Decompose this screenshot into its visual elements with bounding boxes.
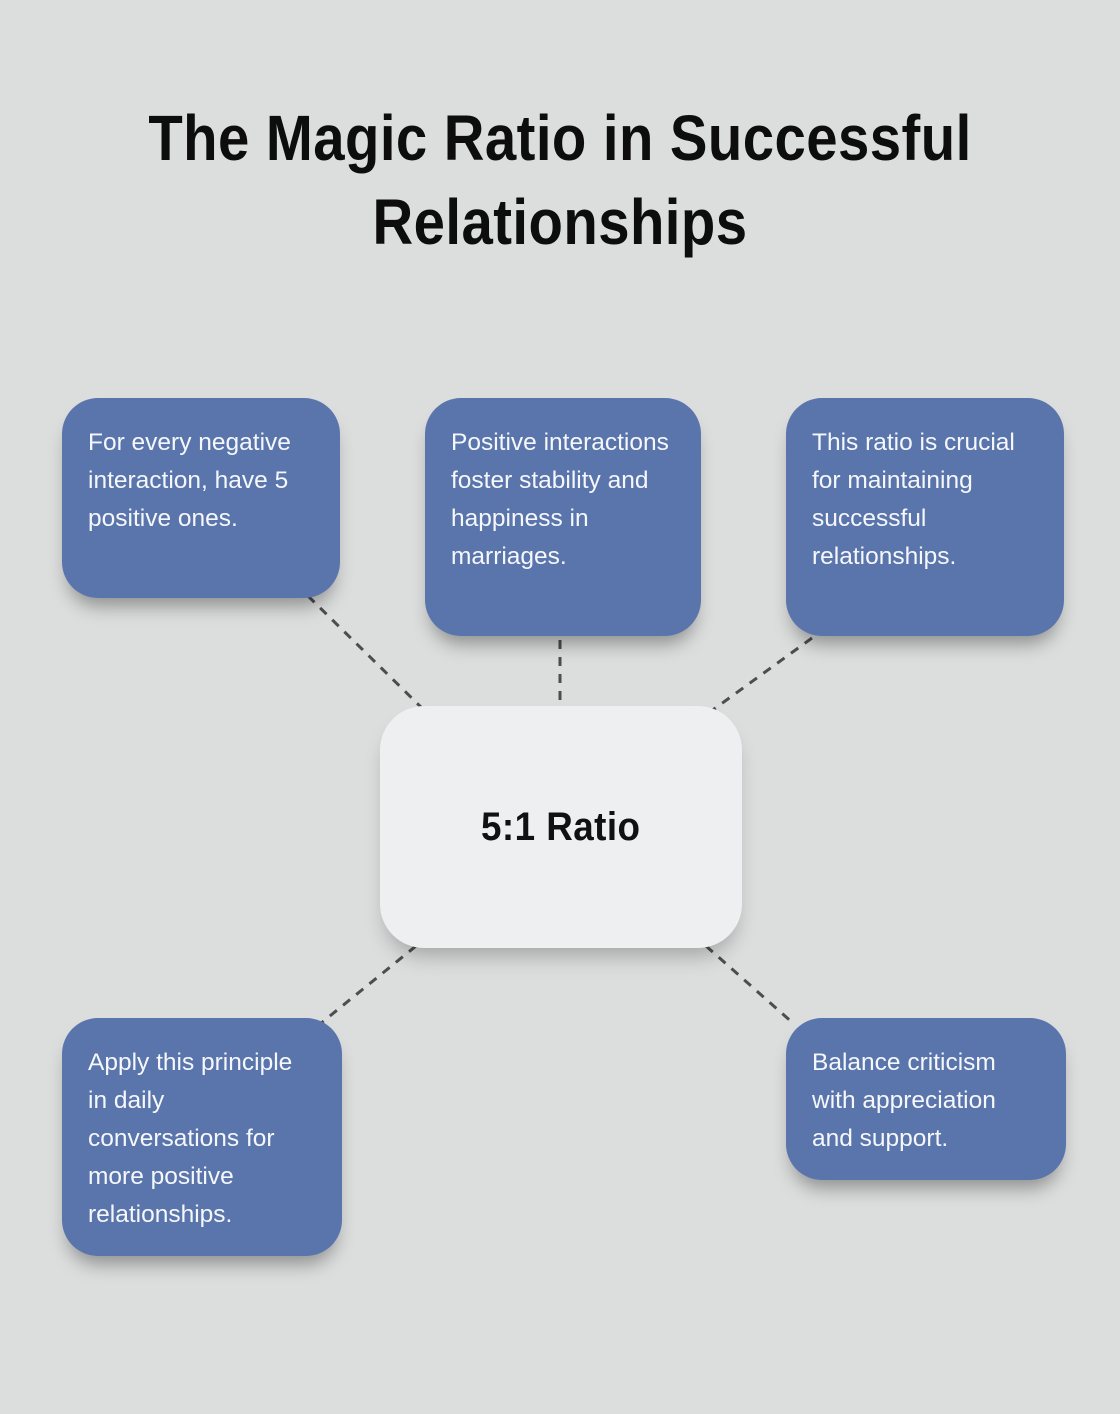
center-node: 5:1 Ratio: [380, 706, 742, 948]
info-box-top-middle-text: Positive interactions foster stability a…: [451, 429, 669, 570]
info-box-bottom-right-text: Balance criticism with appreciation and …: [812, 1049, 996, 1152]
connector-top-left: [306, 594, 428, 714]
info-box-top-right: This ratio is crucial for maintaining su…: [786, 398, 1064, 636]
page-title-line2: Relationships: [372, 186, 748, 259]
connector-bottom-right: [705, 944, 795, 1026]
info-box-bottom-right: Balance criticism with appreciation and …: [786, 1018, 1066, 1180]
connector-top-right: [709, 636, 813, 714]
info-box-bottom-left: Apply this principle in daily conversati…: [62, 1018, 342, 1256]
info-box-top-left-text: For every negative interaction, have 5 p…: [88, 429, 291, 532]
info-box-top-left: For every negative interaction, have 5 p…: [62, 398, 340, 598]
page-title: The Magic Ratio in Successful Relationsh…: [67, 96, 1053, 265]
info-box-top-right-text: This ratio is crucial for maintaining su…: [812, 429, 1015, 570]
info-box-top-middle: Positive interactions foster stability a…: [425, 398, 701, 636]
center-node-label: 5:1 Ratio: [481, 804, 641, 849]
connector-bottom-left: [319, 944, 417, 1026]
page-title-line1: The Magic Ratio in Successful: [148, 102, 972, 174]
info-box-bottom-left-text: Apply this principle in daily conversati…: [88, 1049, 293, 1228]
